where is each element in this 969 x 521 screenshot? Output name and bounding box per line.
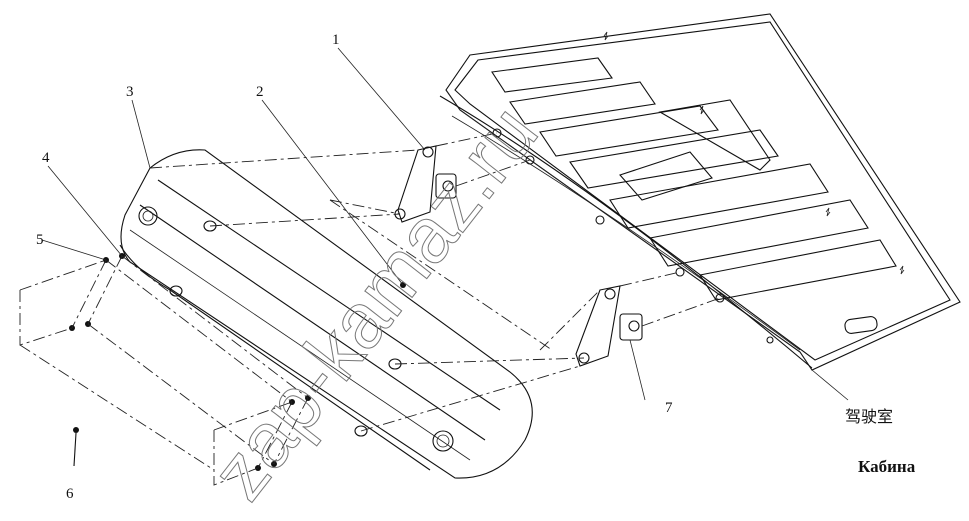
- bracket-lower: [575, 285, 643, 367]
- sun-visor-panel: [119, 149, 533, 479]
- label-6: 6: [66, 486, 74, 502]
- label-4: 4: [42, 150, 50, 166]
- leader-lines: [41, 47, 849, 401]
- label-5: 5: [36, 232, 44, 248]
- caption-russian: Кабина: [858, 457, 916, 476]
- label-3: 3: [126, 84, 134, 100]
- label-2: 2: [256, 84, 264, 100]
- label-1: 1: [332, 32, 340, 48]
- caption-chinese: 驾驶室: [845, 407, 893, 426]
- assembly-lines: [19, 132, 721, 486]
- nut-item-6: [73, 427, 79, 467]
- label-7: 7: [665, 400, 673, 416]
- cab-roof-panel: [439, 13, 961, 371]
- bracket-upper: [394, 145, 457, 223]
